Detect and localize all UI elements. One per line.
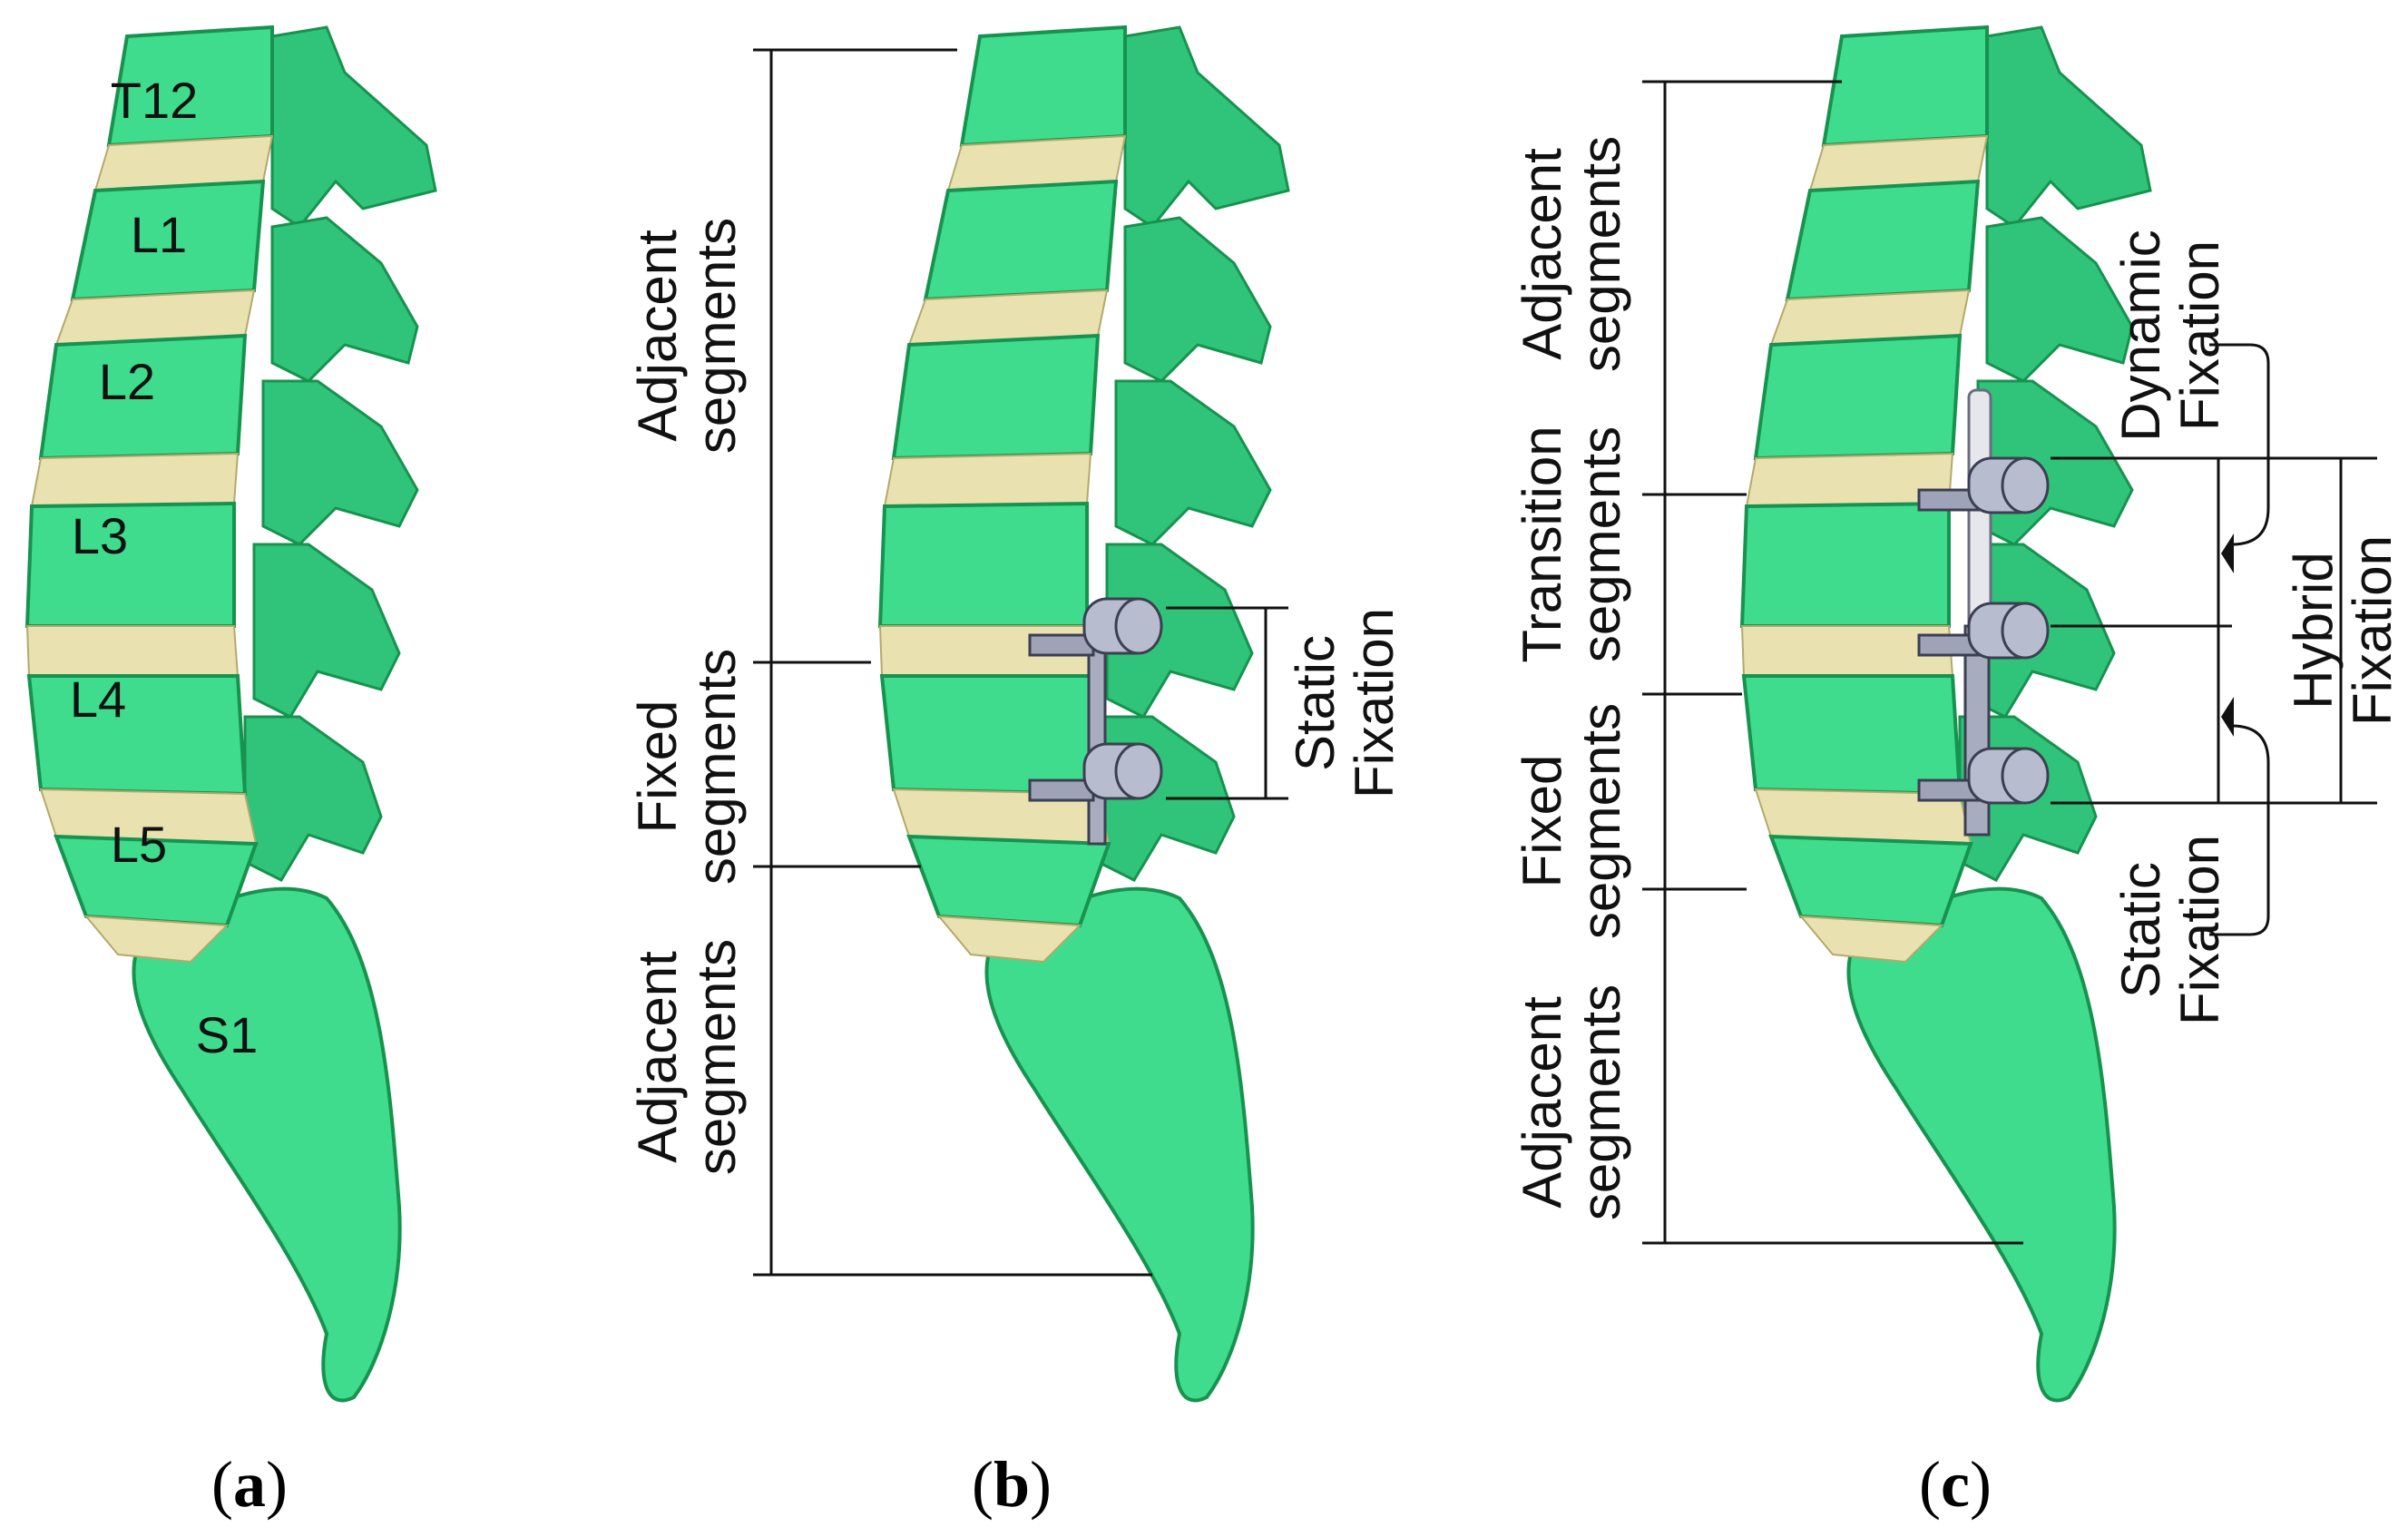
dimension-lines-c	[1642, 80, 2377, 1245]
caption-b: (b)	[972, 1448, 1052, 1521]
level-label-s1: S1	[196, 1006, 259, 1063]
label-fixed-c-1: Fixed	[1512, 755, 1572, 888]
label-static-fixation-b-1: Static	[1285, 635, 1346, 771]
label-transition-c-2: segments	[1571, 426, 1631, 662]
label-adjacent-bottom-c-1: Adjacent	[1512, 996, 1572, 1209]
level-label-l4: L4	[70, 671, 126, 728]
static-fixation-implant	[1028, 597, 1163, 846]
label-hybrid-fixation-2: Fixation	[2342, 535, 2403, 726]
caption-c: (c)	[1919, 1448, 1992, 1521]
label-adjacent-top-c-2: segments	[1571, 136, 1631, 372]
level-label-l1: L1	[131, 206, 187, 263]
level-label-t12: T12	[111, 72, 199, 129]
level-label-l2: L2	[99, 353, 155, 410]
spine-model-b	[878, 25, 1290, 1403]
label-adjacent-bottom-c-2: segments	[1571, 984, 1631, 1220]
panel-b: Adjacent segments Fixed segments Adjacen…	[627, 25, 1405, 1521]
label-fixed-b-2: segments	[686, 649, 747, 885]
spine-model-c	[1740, 25, 2152, 1403]
label-hybrid-fixation-1: Hybrid	[2283, 552, 2344, 709]
panel-c: Adjacent segments Transition segments Fi…	[1512, 25, 2403, 1521]
level-label-l3: L3	[72, 507, 128, 564]
label-fixed-c-2: segments	[1571, 703, 1631, 939]
dimension-lines-b	[753, 48, 1288, 1277]
level-label-l5: L5	[111, 816, 167, 873]
label-fixed-b-1: Fixed	[627, 700, 688, 834]
hybrid-fixation-implant	[1917, 388, 2050, 837]
label-static-fixation-c-1: Static	[2110, 862, 2171, 998]
label-dynamic-fixation-1: Dynamic	[2110, 230, 2171, 441]
caption-a: (a)	[211, 1448, 288, 1521]
panel-a: T12 L1 L2 L3 L4 L5 S1 (a)	[25, 25, 437, 1521]
label-adjacent-top-b-2: segments	[686, 218, 747, 454]
label-dynamic-fixation-2: Fixation	[2169, 240, 2230, 431]
label-adjacent-bottom-b-2: segments	[686, 939, 747, 1175]
label-adjacent-top-c-1: Adjacent	[1512, 148, 1572, 360]
label-static-fixation-b-2: Fixation	[1344, 608, 1405, 798]
label-adjacent-bottom-b-1: Adjacent	[627, 951, 688, 1163]
label-adjacent-top-b-1: Adjacent	[627, 230, 688, 442]
label-static-fixation-c-2: Fixation	[2169, 835, 2230, 1025]
label-transition-c-1: Transition	[1512, 426, 1572, 662]
